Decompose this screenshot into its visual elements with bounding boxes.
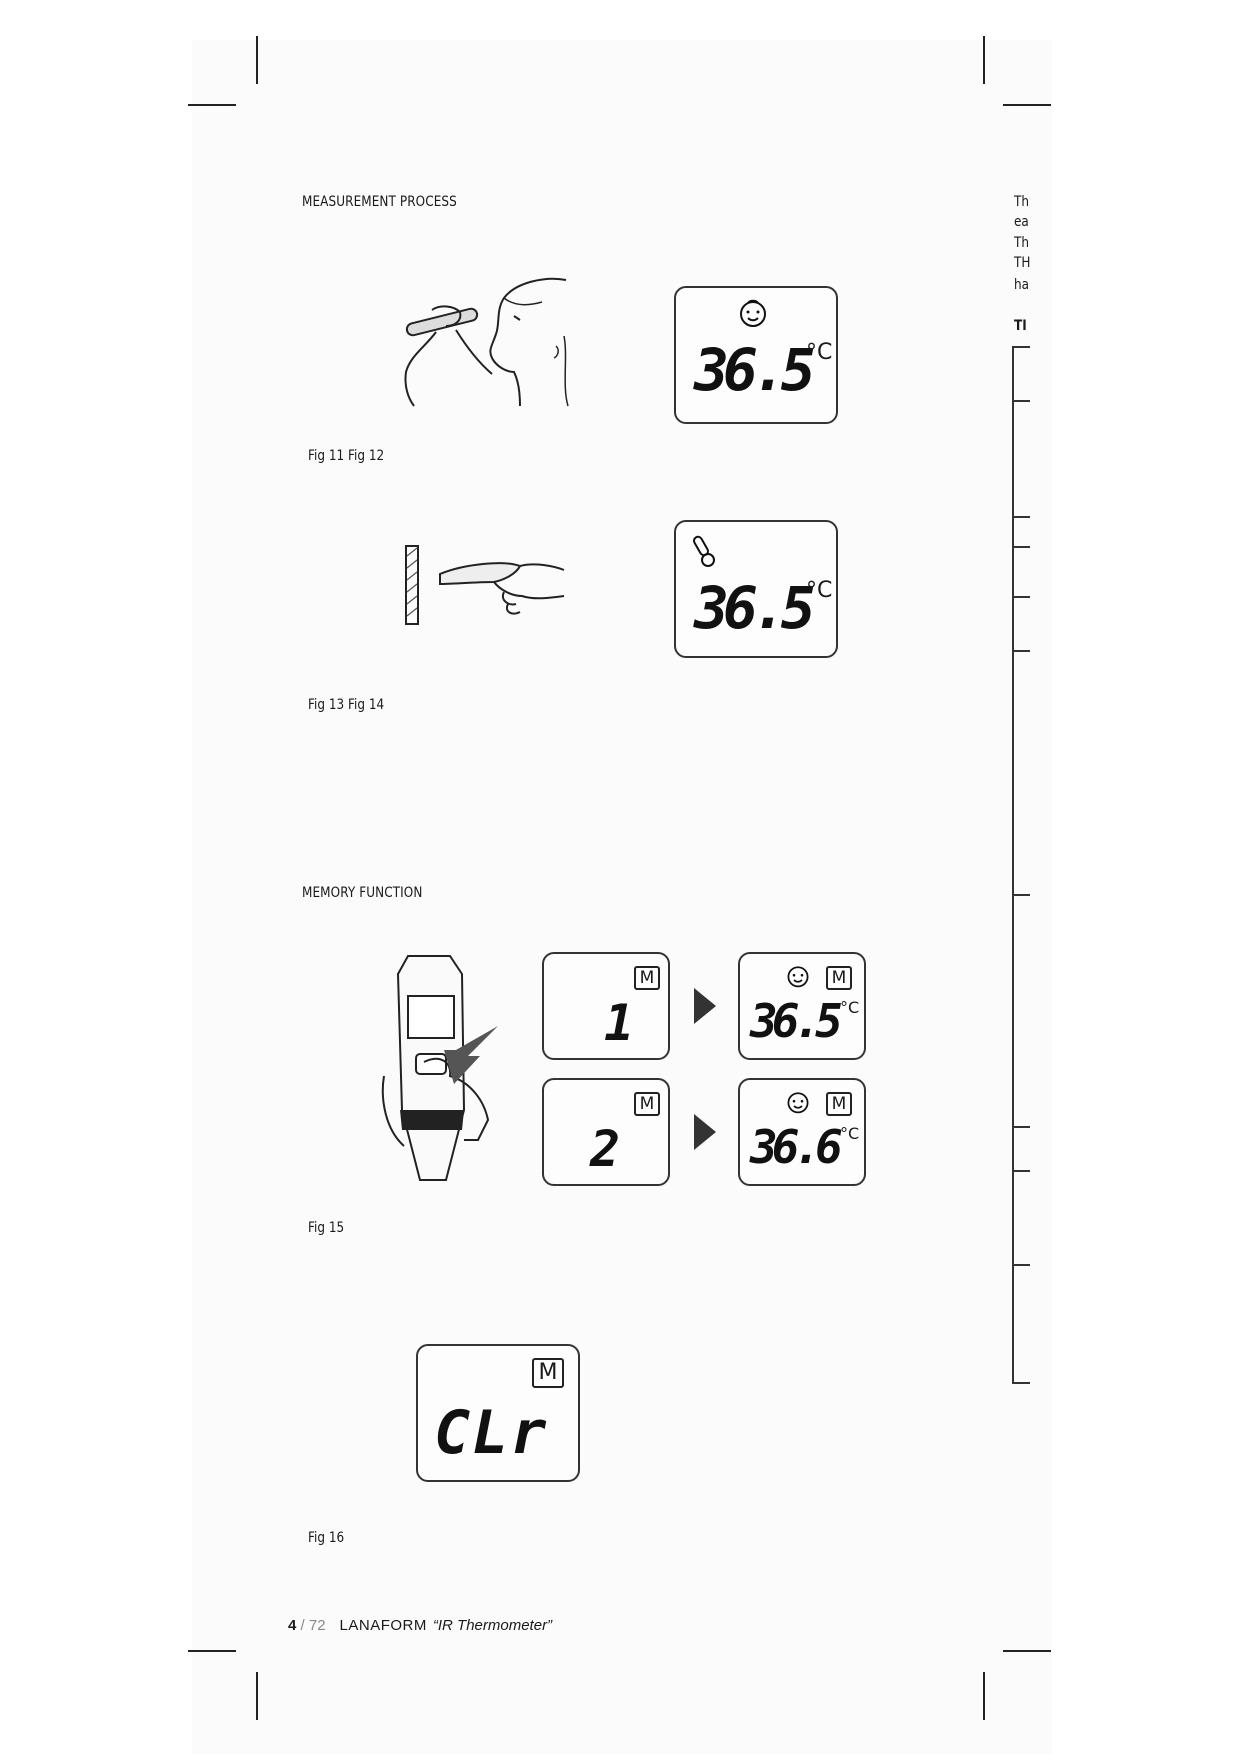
section-title-memory: MEMORY FUNCTION	[302, 885, 423, 901]
lcd-display-fig12: 36.5 °C	[674, 286, 838, 424]
manual-page	[192, 40, 1052, 1754]
celsius-unit: °C	[806, 340, 833, 365]
right-column-line: Th	[1014, 194, 1029, 210]
lcd-display-fig14: 36.5 °C	[674, 520, 838, 658]
lcd-memory-index-1: M 1	[542, 952, 670, 1060]
celsius-unit: °C	[806, 578, 833, 603]
surface-measurement-illustration	[405, 545, 565, 625]
celsius-unit: °C	[840, 1124, 860, 1143]
right-column-line: ea	[1014, 214, 1029, 230]
crop-mark	[1003, 104, 1051, 106]
forehead-measurement-illustration	[404, 277, 569, 407]
figure-caption: Fig 11 Fig 12	[308, 448, 385, 464]
memory-icon: M	[826, 1092, 852, 1116]
memory-index: 2	[590, 1120, 620, 1178]
right-column-line: TH	[1014, 255, 1031, 271]
crop-mark	[256, 36, 258, 84]
arrow-right-icon	[694, 1114, 716, 1150]
baby-face-icon	[787, 966, 809, 988]
table-border	[1012, 516, 1030, 518]
crop-mark	[256, 1672, 258, 1720]
table-border	[1012, 1264, 1030, 1266]
brand-name: LANAFORM	[339, 1617, 427, 1634]
baby-face-icon	[787, 1092, 809, 1114]
table-border	[1012, 400, 1030, 402]
figure-caption: Fig 16	[308, 1530, 345, 1546]
memory-icon: M	[634, 966, 660, 990]
lcd-memory-reading-1: M 36.5 °C	[738, 952, 866, 1060]
lcd-display-clear: M CLr	[416, 1344, 580, 1482]
section-title-measurement: MEASUREMENT PROCESS	[302, 194, 457, 210]
lcd-memory-reading-2: M 36.6 °C	[738, 1078, 866, 1186]
baby-face-icon	[740, 299, 766, 327]
table-border	[1012, 346, 1014, 1384]
table-border	[1012, 596, 1030, 598]
crop-mark	[188, 1650, 236, 1652]
table-border	[1012, 546, 1030, 548]
temperature-reading: 36.5	[750, 994, 843, 1048]
temperature-reading: 36.5	[694, 574, 816, 642]
arrow-right-icon	[694, 988, 716, 1024]
right-column-heading: TI	[1014, 318, 1027, 334]
page-footer: 4 / 72 LANAFORM “IR Thermometer”	[288, 1617, 552, 1634]
table-border	[1012, 1382, 1030, 1384]
temperature-reading: 36.5	[694, 336, 816, 404]
crop-mark	[1003, 1650, 1051, 1652]
table-border	[1012, 1170, 1030, 1172]
surface-thermometer-icon	[693, 535, 715, 567]
figure-caption: Fig 15	[308, 1220, 345, 1236]
right-column-line: Th	[1014, 235, 1029, 251]
memory-index: 1	[604, 994, 634, 1052]
crop-mark	[188, 104, 236, 106]
page-total: / 72	[296, 1617, 326, 1634]
page-number: 4	[288, 1617, 297, 1634]
figure-caption: Fig 13 Fig 14	[308, 697, 385, 713]
device-hand-illustration	[381, 955, 498, 1181]
table-border	[1012, 650, 1030, 652]
table-border	[1012, 894, 1030, 896]
celsius-unit: °C	[840, 998, 860, 1017]
lcd-memory-index-2: M 2	[542, 1078, 670, 1186]
temperature-reading: 36.6	[750, 1120, 843, 1174]
crop-mark	[983, 36, 985, 84]
product-name: “IR Thermometer”	[432, 1617, 553, 1634]
table-border	[1012, 346, 1030, 348]
crop-mark	[983, 1672, 985, 1720]
memory-icon: M	[532, 1358, 564, 1388]
clear-indicator: CLr	[434, 1398, 549, 1468]
right-column-line: ha	[1014, 277, 1030, 293]
memory-icon: M	[634, 1092, 660, 1116]
memory-icon: M	[826, 966, 852, 990]
table-border	[1012, 1126, 1030, 1128]
